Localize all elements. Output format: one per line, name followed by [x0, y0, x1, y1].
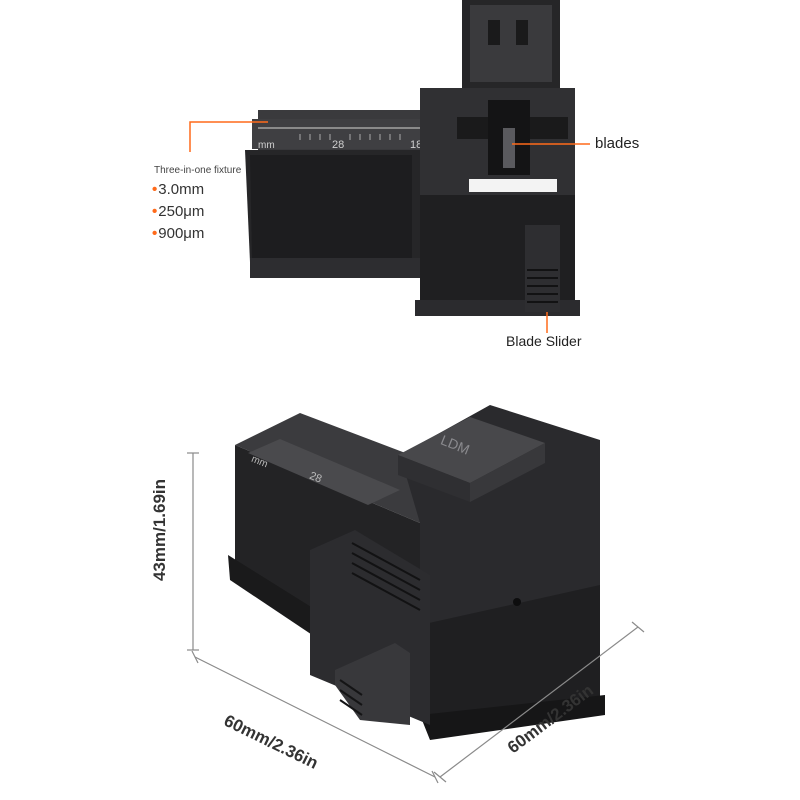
top-product-image: mm 28 18: [189, 0, 590, 333]
ldm-lid: [398, 417, 545, 483]
ruler-unit-text: mm: [258, 140, 275, 151]
fixture-size-item: •3.0mm: [152, 181, 205, 198]
ruler-mark-text: 28: [332, 139, 344, 151]
fixture-size-item: •250μm: [152, 203, 205, 220]
blade-slider-label: Blade Slider: [506, 333, 582, 349]
cleaver-body: LDM mm 28: [228, 405, 605, 740]
bottom-product-image: LDM mm 28: [187, 405, 645, 784]
ruler-strip: [248, 439, 400, 505]
fixture-size-list: •3.0mm •250μm •900μm: [152, 179, 204, 245]
fixture-callout-line: [189, 121, 268, 152]
blade-strip: [469, 179, 557, 192]
fixture-size-item: •900μm: [152, 225, 205, 242]
blade-slider: [525, 225, 560, 312]
blade-housing: [415, 0, 580, 316]
front-handle: [335, 643, 410, 725]
fixture-block: mm 28 18: [245, 110, 432, 278]
height-label: 43mm/1.69in: [150, 478, 169, 582]
ruler-mark-text: 28: [308, 470, 324, 486]
dimension-lines: [187, 452, 645, 784]
blades-label: blades: [595, 135, 640, 152]
fixture-title: Three-in-one fixture: [154, 165, 242, 176]
ruler-mark-text: 18: [410, 139, 422, 151]
